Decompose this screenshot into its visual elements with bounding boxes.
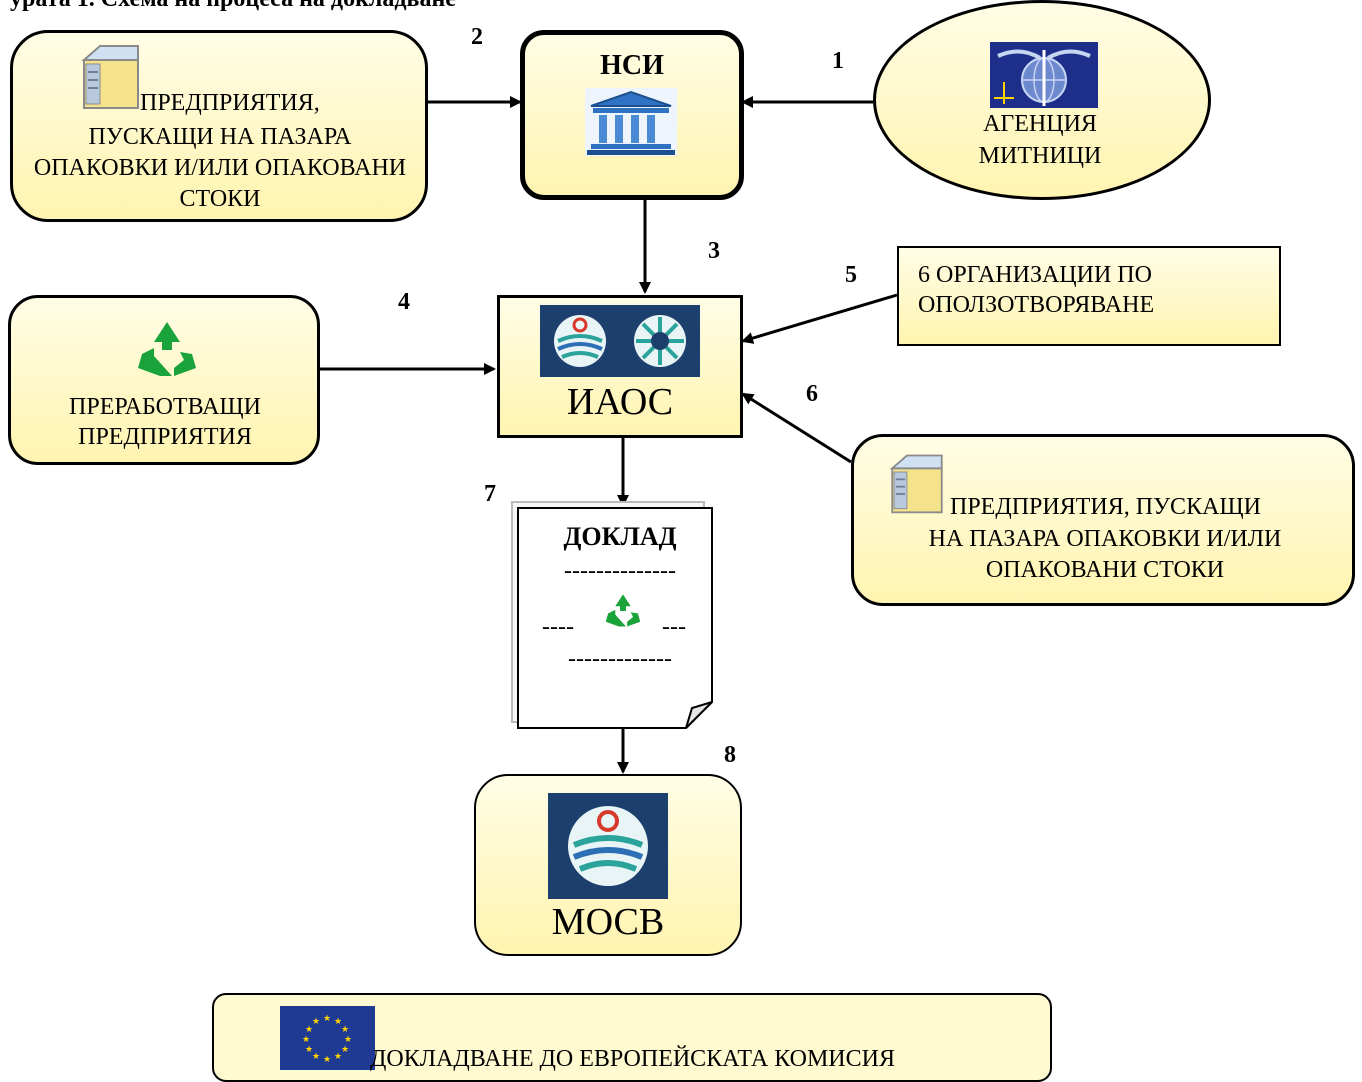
producers-top-label-line1: ПРЕДПРИЯТИЯ, [140,90,320,116]
svg-text:★: ★ [334,1052,342,1062]
svg-text:★: ★ [323,1014,331,1024]
svg-text:★: ★ [334,1017,342,1027]
arrow-producers-right-to-iaos [741,392,852,464]
mosv-label: МОСВ [551,901,665,943]
report-title: ДОКЛАД [563,522,677,551]
step-number-4: 4 [398,289,410,315]
producers-top-box [10,30,428,222]
nsi-label: НСИ [600,50,664,81]
step-number-2: 2 [471,24,483,50]
arrow-orgs-to-iaos [741,293,898,344]
svg-text:★: ★ [323,1055,331,1065]
step-number-6: 6 [806,381,818,407]
report-dash-left: ---- [542,614,574,640]
producers-right-label: НА ПАЗАРА ОПАКОВКИ И/ИЛИ ОПАКОВАНИ СТОКИ [928,526,1282,583]
step-number-7: 7 [484,481,496,507]
customs-emblem-icon [990,42,1098,108]
environment-logos-icon [540,305,700,377]
step-number-3: 3 [708,238,720,264]
recycle-icon [138,322,196,376]
figure-caption: урата 1. Схема на процеса на докладване [10,0,456,13]
svg-text:★: ★ [302,1035,310,1045]
recycle-icon [605,594,641,627]
step-number-5: 5 [845,262,857,288]
recyclers-label: ПРЕРАБОТВАЩИ ПРЕДПРИЯТИЯ [69,394,261,450]
step-number-1: 1 [832,48,844,74]
svg-text:★: ★ [341,1025,349,1035]
producers-top-label: ПУСКАЩИ НА ПАЗАРА ОПАКОВКИ И/ИЛИ ОПАКОВА… [33,124,407,212]
iaos-label: ИАОС [566,381,674,423]
report-document [511,501,713,729]
step-number-8: 8 [724,742,736,768]
report-dash-line-3: ------------- [568,646,672,672]
svg-text:★: ★ [305,1025,313,1035]
report-dash-right: --- [662,614,686,640]
svg-text:★: ★ [341,1045,349,1055]
ministry-logo-icon [548,793,668,899]
eu-label: ДОКЛАДВАНЕ ДО ЕВРОПЕЙСКАТА КОМИСИЯ [370,1046,895,1072]
report-dash-line-1: -------------- [564,558,676,584]
svg-text:★: ★ [305,1045,313,1055]
recovery-orgs-label: 6 ОРГАНИЗАЦИИ ПО ОПОЛЗОТВОРЯВАНЕ [918,262,1155,318]
recyclers-box [8,295,320,465]
recovery-orgs-box [897,246,1281,346]
svg-text:★: ★ [312,1017,320,1027]
box-package-icon [81,45,139,109]
producers-right-label-line1: ПРЕДПРИЯТИЯ, ПУСКАЩИ [950,494,1261,520]
box-package-icon [889,454,943,514]
customs-label: АГЕНЦИЯ МИТНИЦИ [978,111,1102,169]
svg-text:★: ★ [312,1052,320,1062]
svg-text:★: ★ [344,1035,352,1045]
institution-building-icon [585,88,677,156]
eu-flag-icon: ★★★ ★★★ ★★★ ★★★ [280,1006,375,1070]
